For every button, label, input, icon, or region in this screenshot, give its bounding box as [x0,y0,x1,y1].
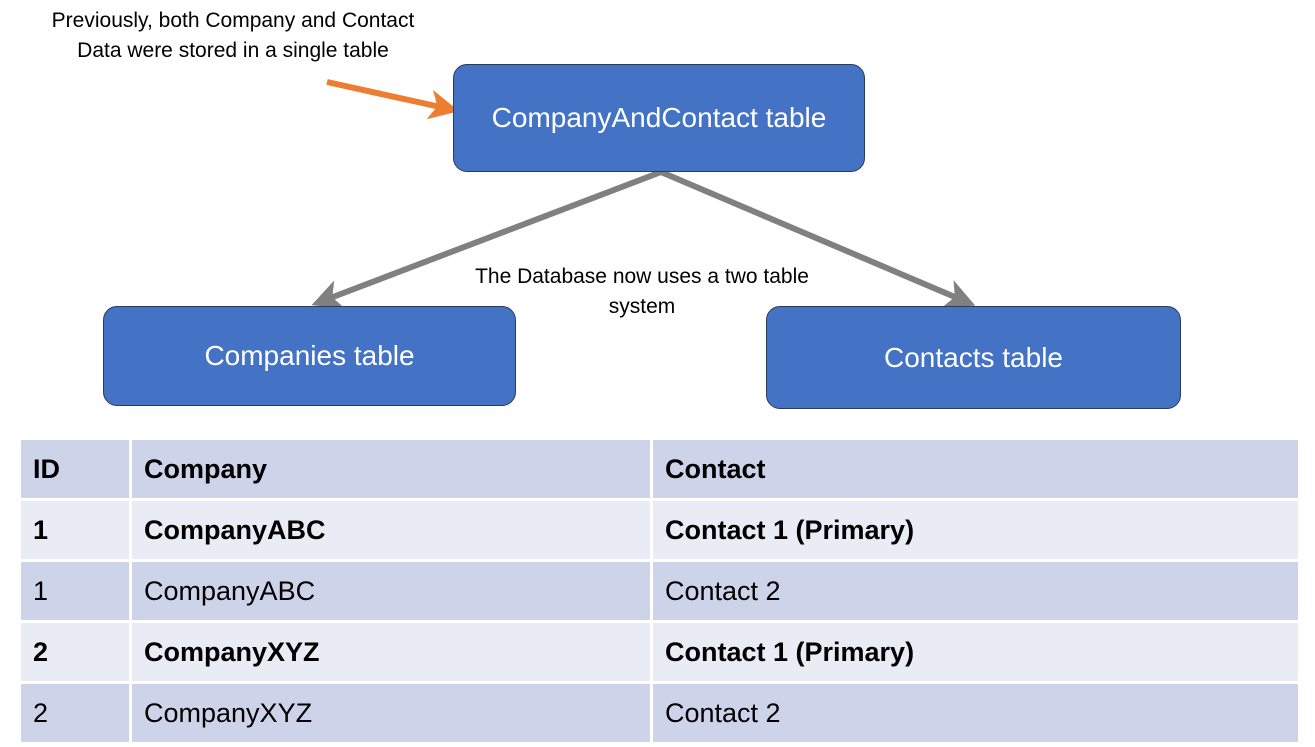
cell-company: CompanyABC [132,562,653,623]
node-contacts-table[interactable]: Contacts table [766,306,1181,409]
table-row: 1 CompanyABC Contact 1 (Primary) [21,501,1298,562]
column-header-company: Company [132,440,653,501]
table-header-row: ID Company Contact [21,440,1298,501]
cell-id: 1 [21,501,132,562]
cell-contact: Contact 1 (Primary) [653,501,1298,562]
callout-arrow-line [326,79,460,120]
cell-id: 1 [21,562,132,623]
column-header-contact: Contact [653,440,1298,501]
cell-company: CompanyXYZ [132,684,653,745]
table-row: 1 CompanyABC Contact 2 [21,562,1298,623]
node-companies-table[interactable]: Companies table [103,306,516,406]
table-row: 2 CompanyXYZ Contact 2 [21,684,1298,745]
cell-contact: Contact 2 [653,684,1298,745]
cell-company: CompanyXYZ [132,623,653,684]
cell-id: 2 [21,684,132,745]
table-body: 1 CompanyABC Contact 1 (Primary) 1 Compa… [21,501,1298,745]
table-row: 2 CompanyXYZ Contact 1 (Primary) [21,623,1298,684]
cell-id: 2 [21,623,132,684]
cell-company: CompanyABC [132,501,653,562]
column-header-id: ID [21,440,132,501]
node-company-and-contact-table[interactable]: CompanyAndContact table [453,64,865,172]
company-contact-table: ID Company Contact 1 CompanyABC Contact … [21,440,1298,745]
two-table-system-note: The Database now uses a two table system [475,265,809,318]
previous-storage-note: Previously, both Company and Contact Dat… [51,9,415,62]
cell-contact: Contact 1 (Primary) [653,623,1298,684]
cell-contact: Contact 2 [653,562,1298,623]
